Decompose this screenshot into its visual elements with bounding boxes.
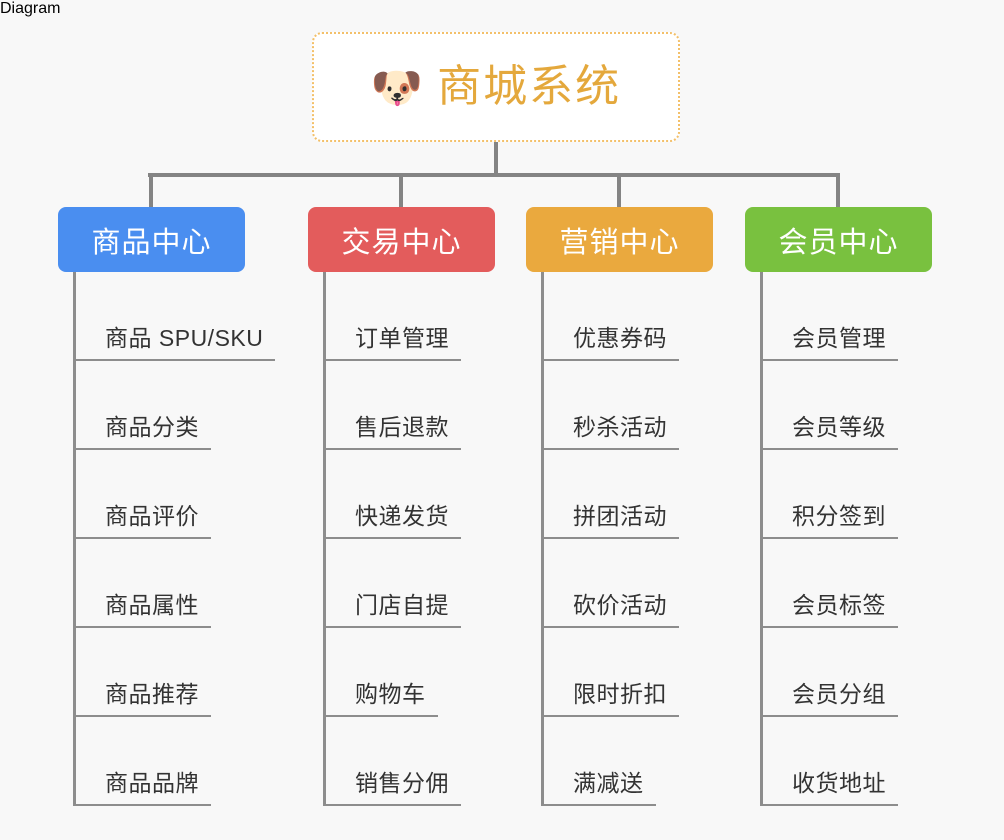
connector-drop-trade-center <box>399 173 403 215</box>
leaf-item[interactable]: 积分签到 <box>760 450 898 539</box>
leaf-label: 商品品牌 <box>105 770 199 796</box>
leaf-item[interactable]: 会员管理 <box>760 272 898 361</box>
leaf-item[interactable]: 会员等级 <box>760 361 898 450</box>
leaf-item[interactable]: 商品推荐 <box>73 628 211 717</box>
leaf-label: 收货地址 <box>792 770 886 796</box>
leaf-item[interactable]: 满减送 <box>541 717 656 806</box>
trunk-line-member-center <box>760 272 763 806</box>
leaf-underline <box>73 359 275 361</box>
trunk-line-marketing-center <box>541 272 544 806</box>
leaf-item[interactable]: 商品分类 <box>73 361 211 450</box>
leaf-underline <box>541 359 679 361</box>
leaf-item[interactable]: 商品品牌 <box>73 717 211 806</box>
category-header-product-center[interactable]: 商品中心 <box>58 207 245 272</box>
leaf-item[interactable]: 商品 SPU/SKU <box>73 272 275 361</box>
leaf-underline <box>323 626 461 628</box>
leaf-underline <box>73 715 211 717</box>
leaf-underline <box>760 715 898 717</box>
leaf-underline <box>73 537 211 539</box>
branch-bus-line <box>148 173 836 177</box>
leaf-underline <box>73 626 211 628</box>
leaf-item[interactable]: 会员分组 <box>760 628 898 717</box>
shiba-dog-face-emoji: 🐶 <box>370 64 424 111</box>
leaf-item[interactable]: 拼团活动 <box>541 450 679 539</box>
leaf-underline <box>323 448 461 450</box>
connector-drop-product-center <box>149 173 153 215</box>
leaf-item[interactable]: 销售分佣 <box>323 717 461 806</box>
category-header-trade-center[interactable]: 交易中心 <box>308 207 495 272</box>
leaf-item[interactable]: 优惠券码 <box>541 272 679 361</box>
leaf-item[interactable]: 订单管理 <box>323 272 461 361</box>
leaf-underline <box>323 359 461 361</box>
leaf-label: 会员等级 <box>792 414 886 440</box>
trunk-line-trade-center <box>323 272 326 806</box>
trunk-line-product-center <box>73 272 76 806</box>
leaf-underline <box>323 804 461 806</box>
leaf-label: 积分签到 <box>792 503 886 529</box>
leaf-item[interactable]: 快递发货 <box>323 450 461 539</box>
leaf-item[interactable]: 限时折扣 <box>541 628 679 717</box>
root-connector-stub <box>494 142 498 177</box>
leaf-underline <box>760 359 898 361</box>
column-product-center: 商品中心商品 SPU/SKU 商品分类商品评价商品属性商品推荐商品品牌 <box>40 0 275 840</box>
leaf-label: 砍价活动 <box>573 592 667 618</box>
column-trade-center: 交易中心订单管理售后退款快递发货门店自提购物车销售分佣 <box>290 0 520 840</box>
leaf-label: 满减送 <box>573 770 644 796</box>
leaf-label: 商品推荐 <box>105 681 199 707</box>
category-header-member-center[interactable]: 会员中心 <box>745 207 932 272</box>
leaf-item[interactable]: 秒杀活动 <box>541 361 679 450</box>
column-marketing-center: 营销中心优惠券码秒杀活动拼团活动砍价活动限时折扣满减送 <box>508 0 738 840</box>
connector-drop-marketing-center <box>617 173 621 215</box>
leaf-underline <box>323 537 461 539</box>
leaf-label: 商品 SPU/SKU <box>105 325 264 351</box>
leaf-underline <box>73 804 211 806</box>
leaf-underline <box>760 448 898 450</box>
connector-drop-member-center <box>836 173 840 215</box>
leaf-label: 购物车 <box>355 681 426 707</box>
leaf-underline <box>541 804 656 806</box>
leaf-label: 销售分佣 <box>355 770 449 796</box>
leaf-label: 会员标签 <box>792 592 886 618</box>
leaf-item[interactable]: 砍价活动 <box>541 539 679 628</box>
category-header-marketing-center[interactable]: 营销中心 <box>526 207 713 272</box>
leaf-underline <box>541 448 679 450</box>
leaf-label: 商品评价 <box>105 503 199 529</box>
leaf-underline <box>760 537 898 539</box>
leaf-label: 拼团活动 <box>573 503 667 529</box>
leaf-underline <box>760 804 898 806</box>
root-node[interactable]: 🐶 商城系统 <box>312 32 680 142</box>
leaf-underline <box>541 626 679 628</box>
root-title: 商城系统 <box>437 62 622 111</box>
leaf-underline <box>541 537 679 539</box>
column-member-center: 会员中心会员管理会员等级积分签到会员标签会员分组收货地址 <box>727 0 957 840</box>
leaf-label: 订单管理 <box>355 325 449 351</box>
leaf-label: 优惠券码 <box>573 325 667 351</box>
leaf-underline <box>323 715 438 717</box>
leaf-label: 商品分类 <box>105 414 199 440</box>
leaf-underline <box>73 448 211 450</box>
leaf-item[interactable]: 收货地址 <box>760 717 898 806</box>
leaf-item[interactable]: 商品属性 <box>73 539 211 628</box>
leaf-item[interactable]: 门店自提 <box>323 539 461 628</box>
leaf-label: 会员管理 <box>792 325 886 351</box>
leaf-label: 秒杀活动 <box>573 414 667 440</box>
leaf-item[interactable]: 商品评价 <box>73 450 211 539</box>
leaf-item[interactable]: 购物车 <box>323 628 438 717</box>
leaf-item[interactable]: 会员标签 <box>760 539 898 628</box>
leaf-item[interactable]: 售后退款 <box>323 361 461 450</box>
leaf-label: 门店自提 <box>355 592 449 618</box>
leaf-label: 限时折扣 <box>573 681 667 707</box>
leaf-label: 会员分组 <box>792 681 886 707</box>
leaf-label: 商品属性 <box>105 592 199 618</box>
leaf-underline <box>760 626 898 628</box>
leaf-label: 快递发货 <box>355 503 449 529</box>
leaf-label: 售后退款 <box>355 414 449 440</box>
leaf-underline <box>541 715 679 717</box>
